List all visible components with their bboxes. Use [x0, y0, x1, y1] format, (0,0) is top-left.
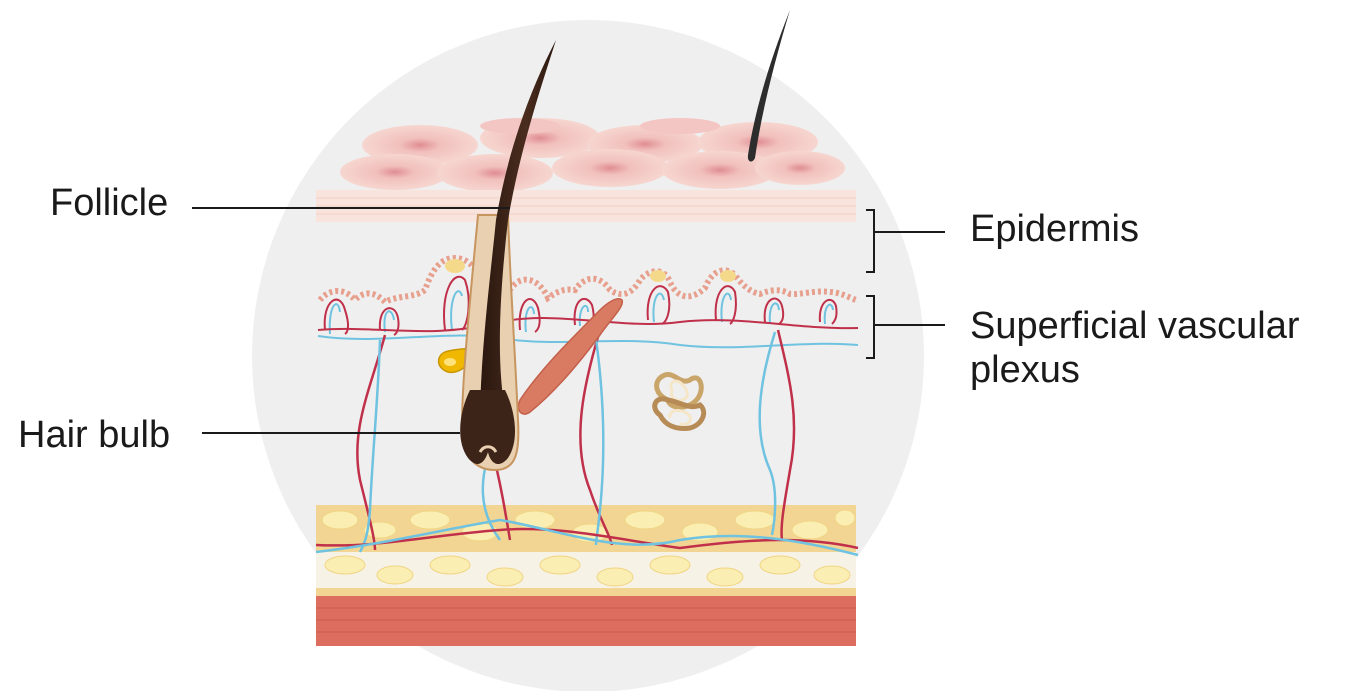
label-hair-bulb: Hair bulb: [18, 414, 170, 458]
label-plexus-line1: Superficial vascular: [970, 305, 1299, 349]
label-follicle: Follicle: [50, 182, 168, 226]
hair-bulb-shape: [460, 390, 515, 464]
label-plexus-line2: plexus: [970, 349, 1299, 393]
epidermis-band: [316, 190, 856, 222]
label-epidermis: Epidermis: [970, 208, 1139, 252]
muscle-layer: [316, 596, 856, 646]
label-superficial-vascular-plexus: Superficial vascular plexus: [970, 305, 1299, 392]
